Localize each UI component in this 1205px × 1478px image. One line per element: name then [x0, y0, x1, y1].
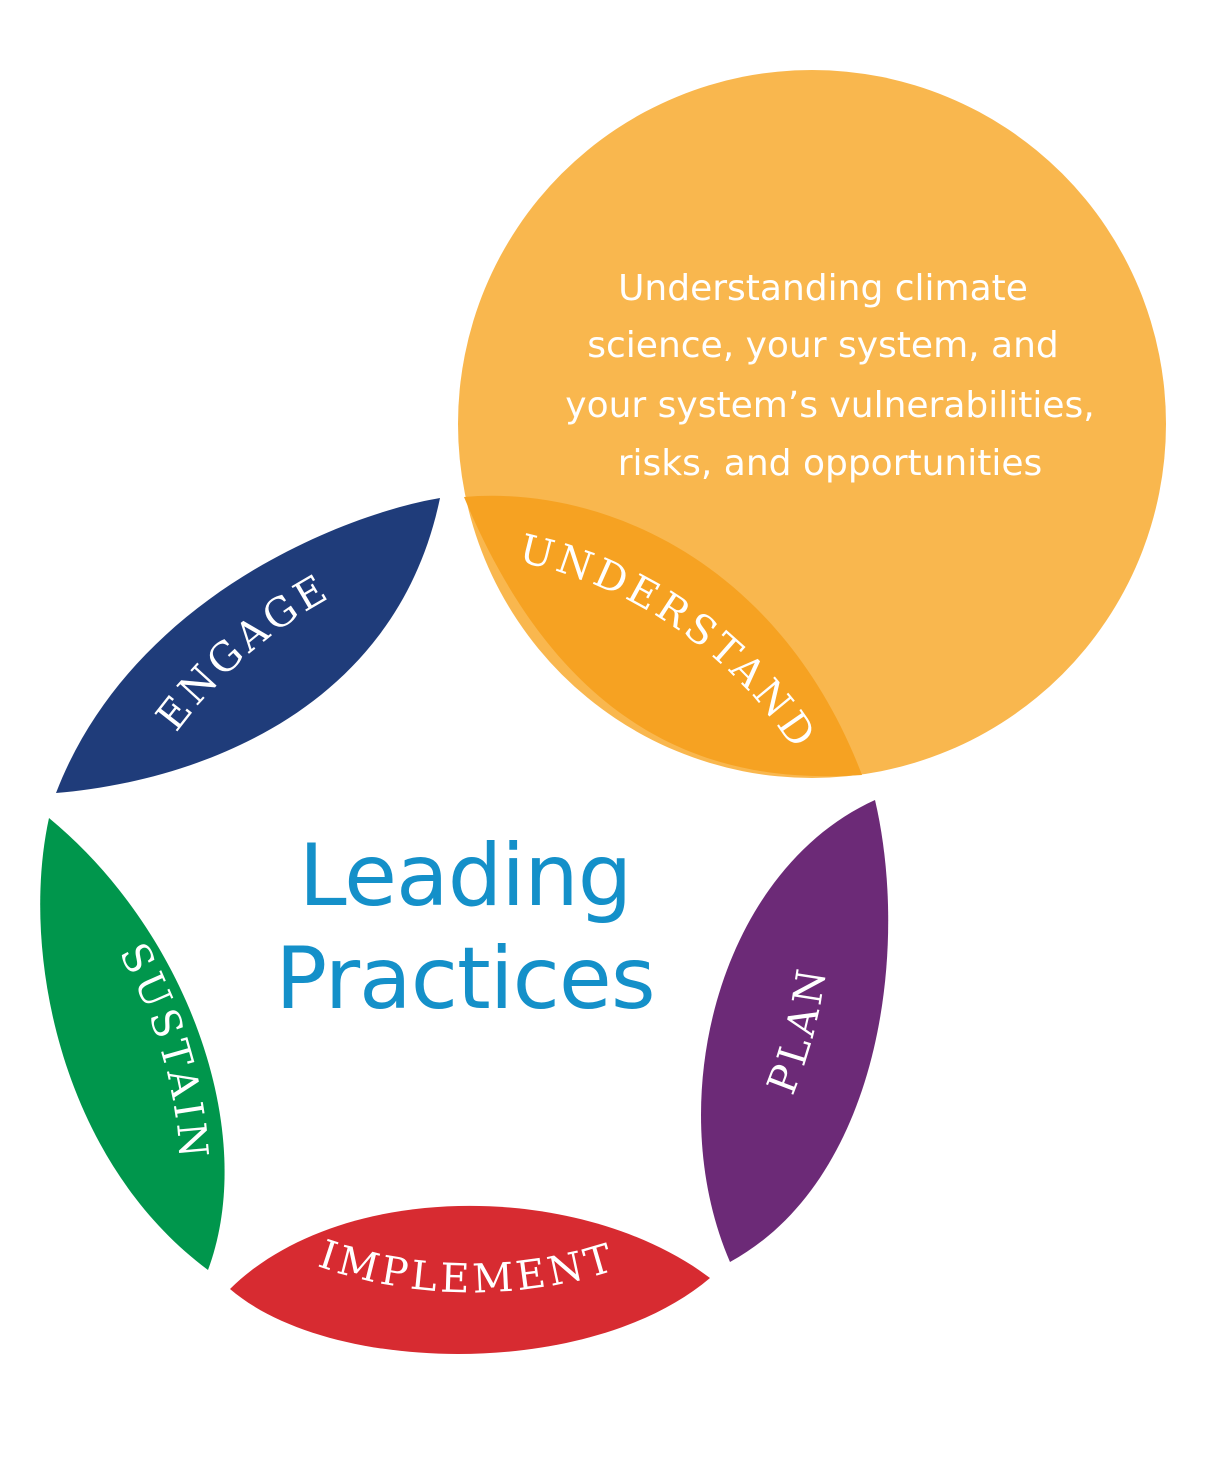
description-line-4: risks, and opportunities [618, 443, 1043, 484]
description-text: Understanding climate science, your syst… [565, 268, 1094, 484]
center-title: Leading Practices [275, 826, 655, 1029]
plan-petal [701, 800, 889, 1262]
engage-petal [56, 498, 440, 793]
implement-petal [230, 1205, 710, 1355]
center-title-line-2: Practices [275, 929, 654, 1029]
sustain-petal [40, 818, 225, 1270]
understand-petal [464, 495, 862, 777]
description-line-3: your system’s vulnerabilities, [565, 385, 1094, 426]
description-line-1: Understanding climate [618, 268, 1028, 309]
description-line-2: science, your system, and [587, 325, 1059, 366]
center-title-line-1: Leading [299, 826, 632, 926]
